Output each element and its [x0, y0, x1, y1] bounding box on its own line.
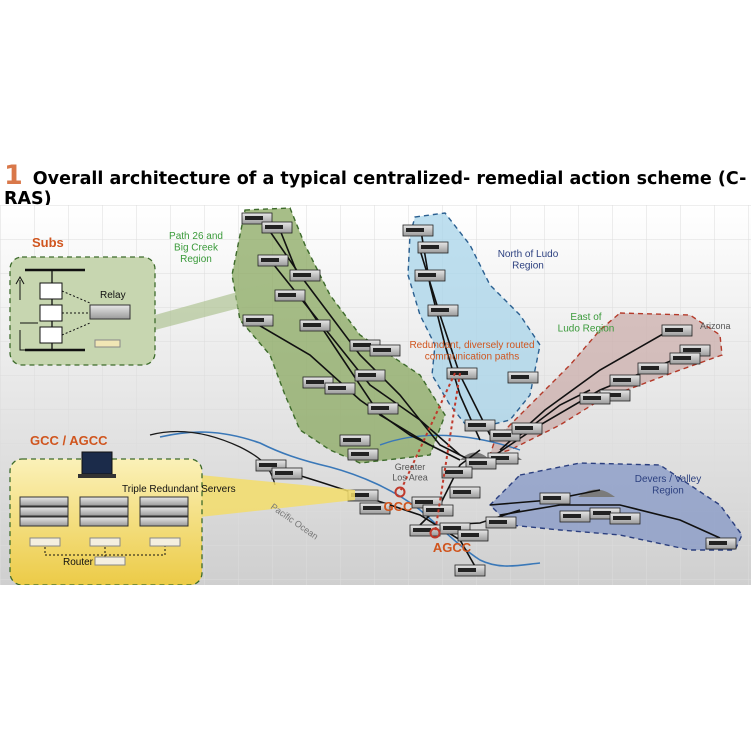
router-icon	[149, 537, 181, 547]
router-icon	[89, 537, 121, 547]
node-panel	[415, 500, 433, 504]
node-panel	[469, 461, 487, 465]
node-panel	[511, 375, 529, 379]
node-panel	[431, 308, 449, 312]
coastline	[159, 431, 541, 567]
subs-callout-beam	[155, 283, 270, 330]
node-panel	[343, 438, 361, 442]
subs-title: Subs	[32, 235, 64, 250]
node-panel	[259, 463, 277, 467]
router-icon	[29, 537, 61, 547]
server-unit	[19, 506, 69, 517]
node-panel	[461, 533, 479, 537]
node-panel	[709, 541, 727, 545]
mountain-icon	[578, 489, 615, 497]
server-unit	[139, 516, 189, 527]
gcc-callout-beam	[200, 475, 355, 517]
node-panel	[453, 490, 471, 494]
node-panel	[293, 273, 311, 277]
node-panel	[426, 508, 444, 512]
server-unit	[139, 496, 189, 507]
figure-number: 1	[4, 160, 23, 191]
node-panel	[421, 245, 439, 249]
node-panel	[493, 433, 511, 437]
node-panel	[443, 526, 461, 530]
server-unit	[19, 516, 69, 527]
node-panel	[491, 456, 509, 460]
arizona-label: Arizona	[700, 321, 731, 331]
node-panel	[328, 386, 346, 390]
node-panel	[665, 328, 683, 332]
server-unit	[79, 506, 129, 517]
node-panel	[265, 225, 283, 229]
monitor-icon	[81, 451, 113, 475]
node-panel	[603, 393, 621, 397]
servers-label: Triple Redundant Servers	[122, 484, 236, 495]
node-panel	[371, 406, 389, 410]
node-panel	[413, 528, 431, 532]
gcc-box	[9, 451, 203, 586]
server-unit	[19, 496, 69, 507]
node-panel	[278, 293, 296, 297]
relay-label: Relay	[100, 290, 126, 301]
node-panel	[246, 318, 264, 322]
gcc-marker	[394, 486, 406, 498]
relay-switch	[94, 339, 121, 348]
server-unit	[139, 506, 189, 517]
router-icon	[94, 556, 126, 566]
node-panel	[489, 520, 507, 524]
node-panel	[641, 366, 659, 370]
node-panel	[351, 493, 369, 497]
node-panel	[275, 471, 293, 475]
river	[379, 434, 521, 451]
communication-paths	[399, 372, 461, 534]
node-panel	[306, 380, 324, 384]
node-panel	[245, 216, 263, 220]
node-panel	[683, 348, 701, 352]
node-panel	[515, 426, 533, 430]
node-panel	[406, 228, 424, 232]
router-label: Router	[63, 557, 94, 568]
agcc-marker	[429, 527, 441, 539]
subs-box	[9, 256, 156, 366]
node-panel	[445, 470, 463, 474]
node-panel	[358, 373, 376, 377]
server-unit	[79, 516, 129, 527]
gcc-box-title: GCC / AGCC	[30, 433, 108, 448]
node-panel	[261, 258, 279, 262]
server-unit	[79, 496, 129, 507]
node-panel	[373, 348, 391, 352]
node-panel	[303, 323, 321, 327]
figure-title-text: Overall architecture of a typical centra…	[4, 169, 747, 209]
node-panel	[363, 506, 381, 510]
node-panel	[673, 356, 691, 360]
gcc-label: GCC	[384, 499, 414, 514]
node-panel	[353, 343, 371, 347]
substation-nodes	[241, 212, 737, 577]
node-panel	[351, 452, 369, 456]
node-panel	[583, 396, 601, 400]
agcc-label: AGCC	[433, 540, 472, 555]
relay-device	[89, 304, 131, 320]
node-panel	[563, 514, 581, 518]
node-panel	[613, 516, 631, 520]
node-panel	[543, 496, 561, 500]
node-panel	[418, 273, 436, 277]
architecture-diagram: Subs Relay GCC / AGCC Triple Redundant S…	[0, 205, 751, 586]
node-panel	[593, 511, 611, 515]
node-panel	[458, 568, 476, 572]
node-panel	[613, 378, 631, 382]
node-panel	[468, 423, 486, 427]
